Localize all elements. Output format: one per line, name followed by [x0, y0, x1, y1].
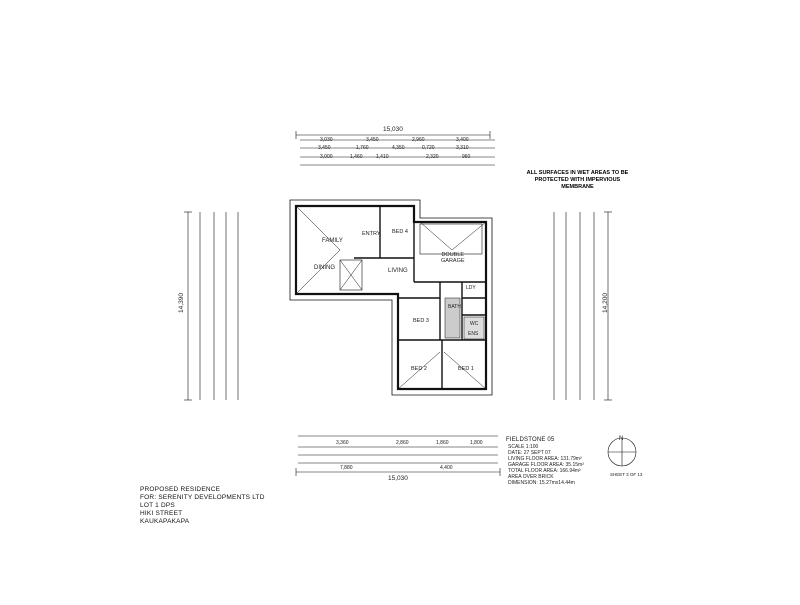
design-line-3: LIVING FLOOR AREA: 131.79m²: [508, 456, 582, 462]
room-living: LIVING: [388, 268, 408, 274]
top-dim-1-4: 3,400: [456, 137, 469, 143]
top-dim-1-2: 3,450: [366, 137, 379, 143]
room-family: FAMILY: [322, 238, 343, 244]
right-dimension-lines: [553, 211, 612, 401]
top-dim-3-2: 1,460: [350, 154, 363, 160]
top-dim-2-1: 3,450: [318, 145, 331, 151]
top-dim-3-5: 960: [462, 154, 471, 160]
bottom-dim-1-1: 3,360: [336, 440, 349, 446]
wet-area-note: ALL SURFACES IN WET AREAS TO BE PROTECTE…: [526, 170, 629, 190]
top-dim-2-2: 1,760: [356, 145, 369, 151]
room-bed1: BED 1: [458, 366, 474, 372]
title-street: HIKI STREET: [140, 510, 183, 517]
title-lot: LOT 1 DPS: [140, 502, 175, 509]
design-line-4: GARAGE FLOOR AREA: 35.15m²: [508, 462, 584, 468]
bottom-dim-1-4: 1,800: [470, 440, 483, 446]
room-entry: ENTRY: [362, 231, 381, 237]
top-dim-1-1: 3,030: [320, 137, 333, 143]
sheet-number: SHEET 3 OF 13: [610, 472, 643, 477]
bottom-overall-dimension: 15,030: [388, 475, 408, 482]
room-garage: DOUBLE GARAGE: [441, 252, 465, 264]
top-dim-2-4: 0,720: [422, 145, 435, 151]
title-project: PROPOSED RESIDENCE: [140, 486, 221, 493]
top-dim-1-3: 2,960: [412, 137, 425, 143]
north-label: N: [619, 436, 624, 442]
right-overall-dimension: 14,200: [601, 293, 609, 313]
design-line-1: SCALE 1:100: [508, 444, 539, 450]
title-locality: KAUKAPAKAPA: [140, 518, 190, 525]
top-overall-dimension: 15,030: [383, 126, 403, 133]
room-bed4: BED 4: [392, 229, 408, 235]
bottom-dim-1-2: 2,860: [396, 440, 409, 446]
room-ldy: LDY: [466, 285, 476, 291]
bottom-dim-1-3: 1,860: [436, 440, 449, 446]
building-outline: [289, 199, 493, 396]
design-line-6: AREA OVER BRICK: [508, 474, 554, 480]
left-overall-dimension: 14,390: [177, 293, 185, 313]
title-client: FOR: SERENITY DEVELOPMENTS LTD: [140, 494, 265, 501]
top-dim-3-4: 2,320: [426, 154, 439, 160]
bottom-dim-2-2: 4,400: [440, 465, 453, 471]
top-dim-2-5: 3,310: [456, 145, 469, 151]
top-dim-3-3: 1,410: [376, 154, 389, 160]
top-dim-3-1: 3,000: [320, 154, 333, 160]
north-arrow-icon: [607, 437, 637, 467]
bottom-dim-2-1: 7,880: [340, 465, 353, 471]
design-line-5: TOTAL FLOOR AREA: 166.94m²: [508, 468, 581, 474]
room-bed2: BED 2: [411, 366, 427, 372]
room-dining: DINING: [314, 265, 335, 271]
design-line-2: DATE: 27 SEPT 07: [508, 450, 551, 456]
bottom-dimension-lines: [295, 435, 501, 476]
left-dimension-lines: [184, 211, 239, 401]
room-ens: ENS: [468, 331, 479, 337]
room-bath: BATH: [448, 304, 461, 310]
design-name: FIELDSTONE 05: [506, 437, 555, 443]
design-line-7: DIMENSION: 15.27mx14.44m: [508, 480, 575, 486]
top-dim-2-3: 4,350: [392, 145, 405, 151]
top-dimension-lines: [295, 131, 495, 166]
room-bed3: BED 3: [413, 318, 429, 324]
room-wc: WC: [470, 321, 479, 327]
